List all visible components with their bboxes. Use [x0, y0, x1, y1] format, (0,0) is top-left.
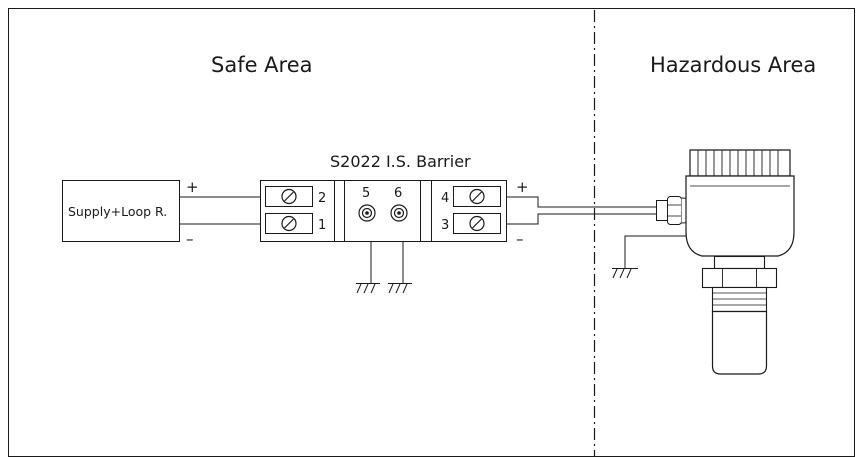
ground-symbol-5-icon	[356, 283, 380, 294]
barrier-title: S2022 I.S. Barrier	[330, 152, 471, 171]
terminal-3	[453, 213, 501, 234]
terminal-4-label: 4	[441, 191, 449, 206]
output-minus-wire	[506, 213, 660, 225]
terminal-6-label: 6	[394, 186, 402, 201]
supply-minus-sign: –	[186, 230, 194, 248]
transmitter-ground-wire	[624, 222, 687, 268]
ground-symbol-6-icon	[388, 283, 412, 294]
terminal-2	[265, 186, 313, 207]
supply-box	[62, 180, 180, 242]
safe-area-title: Safe Area	[211, 53, 313, 77]
terminal-2-label: 2	[318, 191, 326, 206]
terminal-5-label: 5	[362, 186, 370, 201]
terminal-4	[453, 186, 501, 207]
hazardous-area-title: Hazardous Area	[650, 53, 816, 77]
level-transmitter-icon	[685, 149, 795, 375]
supply-label: Supply+Loop R.	[68, 204, 167, 219]
terminal-1-label: 1	[318, 218, 326, 233]
output-plus-wire	[506, 196, 660, 208]
terminal-1	[265, 213, 313, 234]
output-minus-sign: –	[516, 230, 524, 248]
transmitter-ground-icon	[612, 268, 638, 279]
terminal-6-stud-icon	[390, 204, 408, 222]
terminal-5-stud-icon	[358, 204, 376, 222]
terminal-3-label: 3	[441, 218, 449, 233]
output-plus-sign: +	[516, 178, 529, 196]
supply-plus-sign: +	[186, 178, 199, 196]
